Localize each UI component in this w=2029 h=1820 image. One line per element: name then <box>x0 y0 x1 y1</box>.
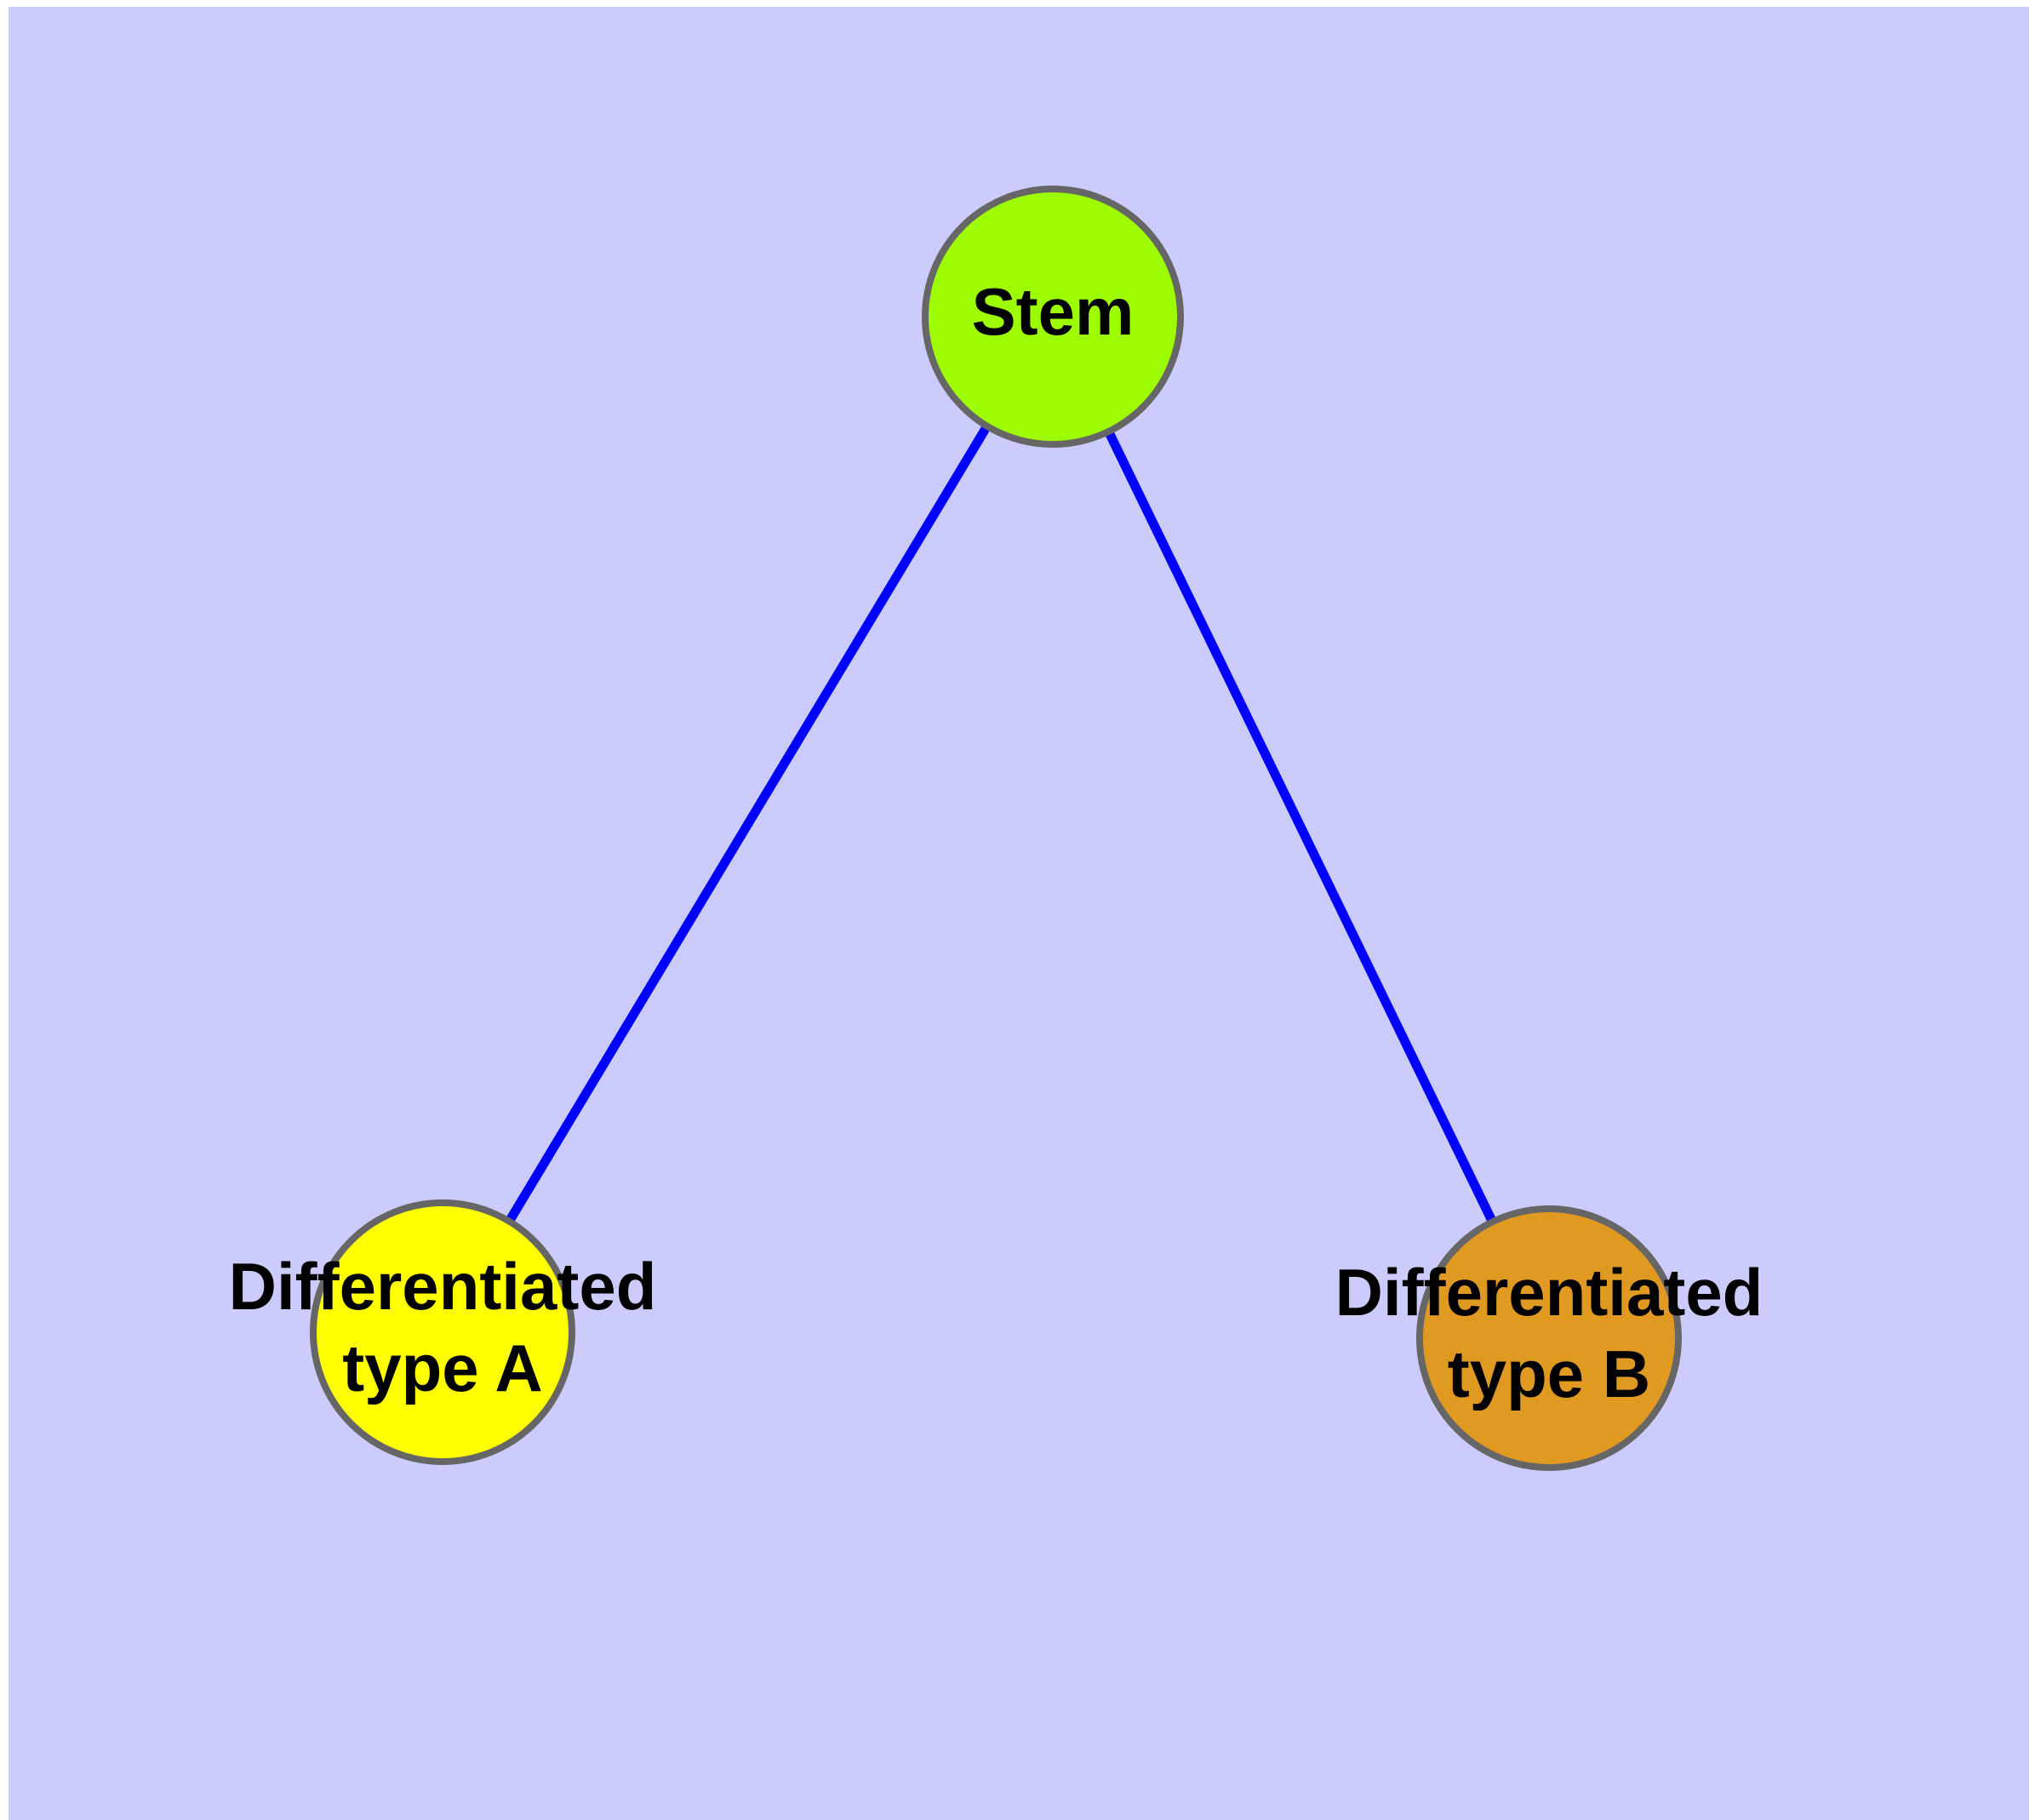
node-diff_a[interactable] <box>310 1199 575 1465</box>
node-label-line: type B <box>1448 1336 1650 1411</box>
node-label-line: Stem <box>972 274 1135 349</box>
node-stem[interactable] <box>922 186 1184 448</box>
nodes-layer <box>310 186 1682 1471</box>
edges-layer <box>506 425 1496 1222</box>
node-label-line: Differentiated <box>1335 1255 1763 1330</box>
edge-stem-to-a <box>506 425 991 1222</box>
node-label-line: Differentiated <box>229 1249 657 1324</box>
node-diff_b[interactable] <box>1416 1205 1682 1471</box>
node-label-stem: Stem <box>972 274 1135 349</box>
node-label-line: type A <box>342 1331 543 1405</box>
edge-stem-to-b <box>1105 431 1496 1222</box>
